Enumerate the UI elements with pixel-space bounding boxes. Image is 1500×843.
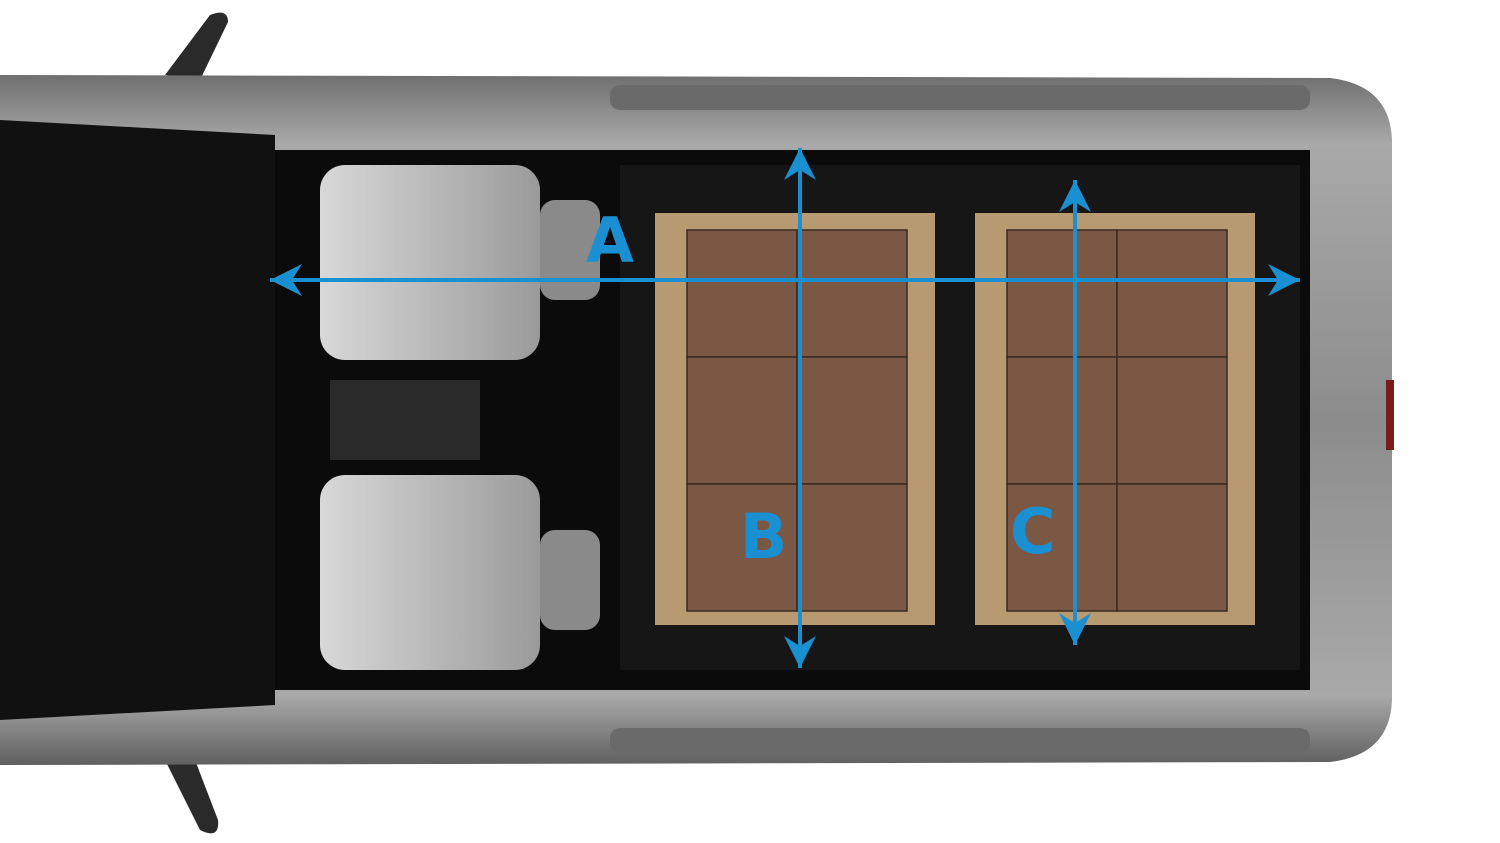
cargo-box (686, 356, 798, 485)
center-console (330, 380, 480, 460)
dimension-arrow-a (270, 264, 1300, 296)
cab-dashboard (0, 120, 275, 720)
cargo-box (1006, 229, 1118, 358)
cargo-box (796, 356, 908, 485)
cargo-box (796, 483, 908, 612)
dimension-label-b: B (740, 500, 787, 573)
cargo-box (1116, 483, 1228, 612)
cargo-box (796, 229, 908, 358)
seat-passenger (320, 475, 600, 670)
mirror-top (165, 12, 228, 81)
cargo-box (1006, 483, 1118, 612)
dimension-label-c: C (1010, 495, 1056, 568)
dimension-arrow-b (784, 148, 816, 668)
mirror-bottom (165, 760, 219, 834)
rear-light (1386, 380, 1394, 450)
cargo-box (1006, 356, 1118, 485)
cargo-box (686, 483, 798, 612)
cargo-box (1116, 229, 1228, 358)
roof-rail-top (610, 85, 1310, 110)
pallet-1 (655, 213, 935, 625)
seat-driver (320, 165, 600, 360)
dimension-arrow-c (1059, 180, 1091, 645)
cargo-box (1116, 356, 1228, 485)
cargo-box (686, 229, 798, 358)
roof-rail-bottom (610, 728, 1310, 753)
dimension-label-a: A (586, 204, 634, 277)
